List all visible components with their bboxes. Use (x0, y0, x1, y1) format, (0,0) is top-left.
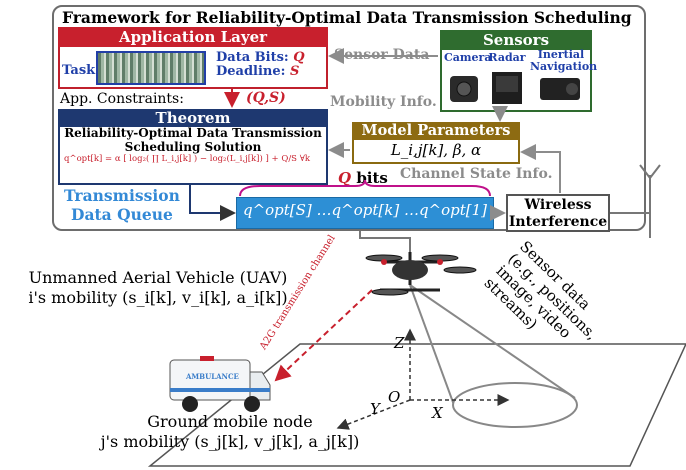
ground-label-line2: j's mobility (s_j[k], v_j[k], a_j[k]) (100, 432, 360, 451)
channel-state-arrow (520, 144, 561, 193)
theorem-text: Reliability-Optimal Data Transmission Sc… (64, 126, 322, 154)
uav-label: Unmanned Aerial Vehicle (UAV) i's mobili… (8, 268, 308, 308)
axis-x-label: X (432, 404, 443, 422)
wireless-line2: Interference (508, 214, 608, 230)
frame-to-uav-link (359, 231, 411, 252)
data-bits-symbol: Q (293, 50, 305, 65)
deadline-label: Deadline: (216, 64, 286, 79)
theorem-header: Theorem (58, 109, 328, 127)
queue-label-line2: Data Queue (71, 205, 173, 224)
antenna-icon (610, 164, 661, 238)
sensor-inertial-label: Inertial Navigation (530, 48, 598, 73)
ground-node-label: Ground mobile node j's mobility (s_j[k],… (80, 412, 380, 452)
queue-label: Transmission Data Queue (64, 186, 180, 224)
app-constraints-value: (Q,S) (246, 90, 286, 106)
queue-cells-text: q^opt[S] …q^opt[k] …q^opt[1] (242, 201, 488, 219)
data-bits-label: Data Bits: (216, 50, 289, 65)
y-axis (336, 399, 411, 430)
queue-bits-symbol: Q (338, 169, 352, 187)
sensor-icons (450, 72, 580, 104)
wireless-line1: Wireless (524, 197, 592, 213)
theorem-formula: q^opt[k] = α [ log₂( ∏ L_i,j[k] ) − log₂… (64, 154, 310, 164)
ambulance-text: AMBULANCE (186, 372, 239, 381)
task-label: Task (62, 63, 96, 78)
queue-label-line1: Transmission (64, 186, 180, 205)
task-data-icon (96, 51, 206, 85)
app-constraints-label: App. Constraints: (60, 91, 184, 107)
uav-drone-icon (365, 252, 477, 296)
model-parameters-value: L_i,j[k], β, α (390, 141, 482, 159)
deadline-symbol: S (290, 64, 300, 79)
wireless-interference-box: Wireless Interference (506, 194, 610, 232)
uav-label-line1: Unmanned Aerial Vehicle (UAV) (28, 268, 288, 287)
model-parameters-header: Model Parameters (352, 122, 520, 140)
uav-label-line2: i's mobility (s_i[k], v_i[k], a_i[k]) (28, 288, 288, 307)
mobility-info-label: Mobility Info. (330, 94, 437, 110)
axis-z-label: Z (394, 334, 405, 352)
sensor-camera-label: Camera (444, 51, 492, 64)
bits-brace (239, 179, 491, 197)
theorem-to-queue-arrow (189, 185, 236, 221)
framework-title: Framework for Reliability-Optimal Data T… (62, 8, 632, 27)
ground-label-line1: Ground mobile node (147, 412, 313, 431)
app-params: Data Bits: Q Deadline: S (216, 51, 305, 79)
axis-o-label: O (388, 388, 401, 406)
sensing-footprint (452, 382, 578, 428)
a2g-channel-line (274, 289, 373, 382)
channel-state-info-label: Channel State Info. (400, 166, 553, 182)
ambulance-icon (169, 356, 271, 412)
sensors-header: Sensors (440, 30, 592, 50)
axis-y-label: Y (370, 400, 380, 418)
data-queue (236, 197, 494, 229)
sensor-radar-label: Radar (488, 51, 526, 64)
application-layer-header: Application Layer (58, 27, 328, 47)
